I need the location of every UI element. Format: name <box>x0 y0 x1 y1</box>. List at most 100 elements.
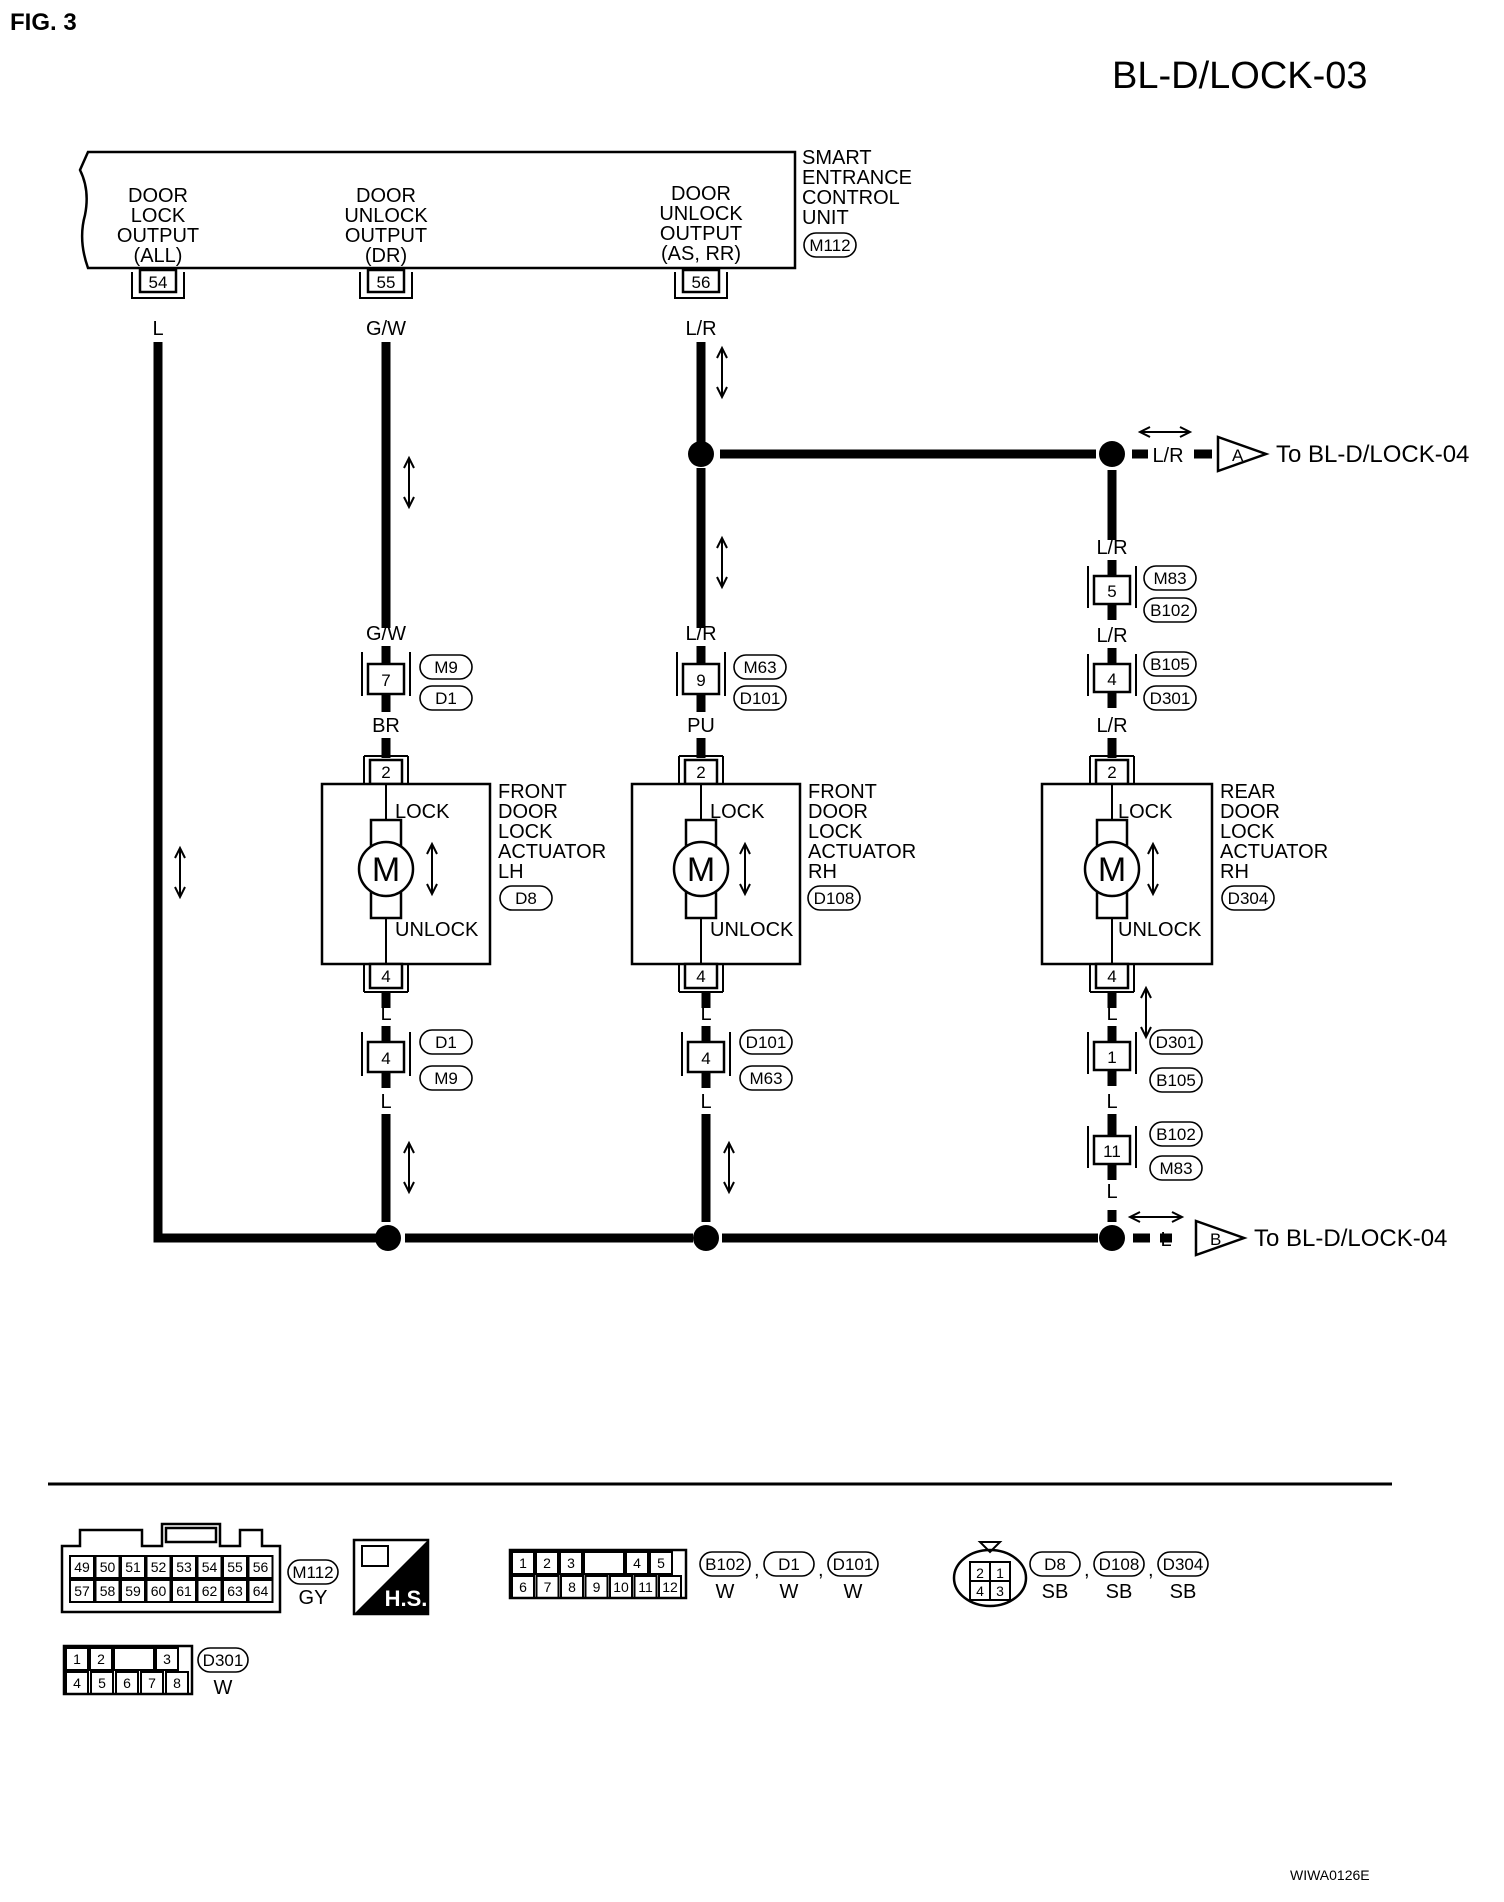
svg-text:DOOR: DOOR <box>1220 801 1280 823</box>
connector-cavity <box>511 1551 535 1575</box>
wire-color: L/R <box>1096 537 1127 559</box>
fig-label: FIG. 3 <box>10 9 77 36</box>
pin-label: 60 <box>151 1583 167 1599</box>
wire-color-54: L <box>152 318 163 340</box>
svg-text:LOCK: LOCK <box>498 821 553 843</box>
pin-label: 54 <box>202 1559 218 1575</box>
svg-text:W: W <box>716 1581 735 1603</box>
unit-connector-tag-text: M112 <box>809 236 850 255</box>
double-arrow-icon <box>403 1140 415 1195</box>
connector-tag <box>419 1065 473 1091</box>
pin-label: 3 <box>567 1555 575 1571</box>
connector-cavity <box>625 1551 649 1575</box>
svg-text:4: 4 <box>1107 967 1116 986</box>
svg-text:D301: D301 <box>1150 689 1191 708</box>
connector-cavity <box>196 1579 223 1603</box>
connector-tag <box>1143 597 1197 623</box>
connector-cavity <box>145 1579 172 1603</box>
svg-text:DOOR: DOOR <box>498 801 558 823</box>
junction-l-3 <box>1099 1225 1125 1251</box>
pin-label: 56 <box>253 1559 269 1575</box>
connector-cavity <box>559 1551 583 1575</box>
pin-label: 55 <box>227 1559 243 1575</box>
pin-label: 59 <box>125 1583 141 1599</box>
pin-label: 5 <box>657 1555 665 1571</box>
connector-cavity <box>113 1647 155 1671</box>
connector-cavity <box>90 1671 114 1695</box>
front-door-lh: G/W 7 M9 D1 BR 2 M LOCK UNLOCK 4 FRONT D… <box>320 623 606 1180</box>
unit-name-line-4: UNIT <box>802 207 849 229</box>
svg-text:M: M <box>372 851 400 889</box>
terminal-55-label-1: DOOR <box>356 185 416 207</box>
connector-cavity <box>65 1647 89 1671</box>
svg-text:3: 3 <box>996 1583 1004 1599</box>
pin-label: 49 <box>74 1559 90 1575</box>
svg-text:4: 4 <box>1107 670 1116 689</box>
connector-tag <box>1143 565 1197 591</box>
connector-tag <box>419 685 473 711</box>
svg-text:4: 4 <box>381 1049 390 1068</box>
offpage-a-text: To BL-D/LOCK-04 <box>1276 441 1469 468</box>
pin-label: 64 <box>253 1583 269 1599</box>
joint-connector: 4 <box>681 1026 731 1088</box>
connector-tag <box>419 654 473 680</box>
svg-text:D304: D304 <box>1163 1555 1204 1574</box>
terminal-56-label-4: (AS, RR) <box>661 243 741 265</box>
connector-cavity <box>649 1551 673 1575</box>
pin-label: 58 <box>100 1583 116 1599</box>
wire-color: L <box>1106 1003 1117 1025</box>
svg-text:ACTUATOR: ACTUATOR <box>498 841 606 863</box>
wire-color-55: G/W <box>366 318 406 340</box>
connector-cavity <box>171 1555 197 1579</box>
wire-color: L <box>1106 1091 1117 1113</box>
pin-label: 8 <box>173 1675 181 1691</box>
svg-text:54: 54 <box>149 273 168 292</box>
connector-tag <box>1143 651 1197 677</box>
svg-text:7: 7 <box>381 671 390 690</box>
pin-label: 5 <box>98 1675 106 1691</box>
svg-text:LOCK: LOCK <box>808 821 863 843</box>
unit-connector-tag <box>803 232 857 258</box>
connector-cavity <box>165 1671 189 1695</box>
svg-text:SB: SB <box>1170 1581 1197 1603</box>
connector-cavity <box>583 1551 625 1575</box>
connector-tag <box>739 1065 793 1091</box>
terminal-56: 56 <box>674 268 728 299</box>
svg-text:,: , <box>818 1559 824 1581</box>
wire-color: L <box>380 1091 391 1113</box>
connector-tag <box>1143 685 1197 711</box>
terminal-55: 55 <box>359 268 413 299</box>
junction-l-1 <box>375 1225 401 1251</box>
connector-cavity <box>120 1555 146 1579</box>
svg-text:55: 55 <box>377 273 396 292</box>
svg-text:LOCK: LOCK <box>395 801 450 823</box>
wire-color-56: L/R <box>685 318 716 340</box>
wire-color: L <box>1106 1181 1117 1203</box>
connector-cavity <box>120 1579 146 1603</box>
pin-label: 1 <box>519 1555 527 1571</box>
page-code: BL-D/LOCK-03 <box>1112 55 1368 97</box>
wires <box>153 342 1212 1243</box>
svg-text:D1: D1 <box>435 689 457 708</box>
connector-cavity <box>535 1551 559 1575</box>
double-arrow-icon <box>1137 426 1193 438</box>
svg-text:2: 2 <box>696 763 705 782</box>
svg-text:W: W <box>844 1581 863 1603</box>
connector-cavity <box>69 1579 95 1603</box>
connector-cavity <box>196 1555 223 1579</box>
pin-label: 53 <box>176 1559 192 1575</box>
connector-cavity <box>609 1575 633 1599</box>
actuator-pin-top <box>683 758 719 786</box>
svg-text:FRONT: FRONT <box>498 781 567 803</box>
svg-text:RH: RH <box>1220 861 1249 883</box>
svg-text:D101: D101 <box>833 1555 874 1574</box>
terminal-54-label-2: LOCK <box>131 205 186 227</box>
motor-icon <box>1083 840 1141 898</box>
hs-icon: H.S. <box>352 1538 430 1616</box>
connector-cavity <box>155 1647 179 1671</box>
svg-text:ACTUATOR: ACTUATOR <box>1220 841 1328 863</box>
connector-view-d8: 2 1 4 3 D8 SB , D108 SB , D304 SB <box>952 1541 1209 1608</box>
connector-tag <box>807 885 861 911</box>
joint-connector: 5 <box>1087 560 1137 620</box>
motor-icon <box>357 840 415 898</box>
